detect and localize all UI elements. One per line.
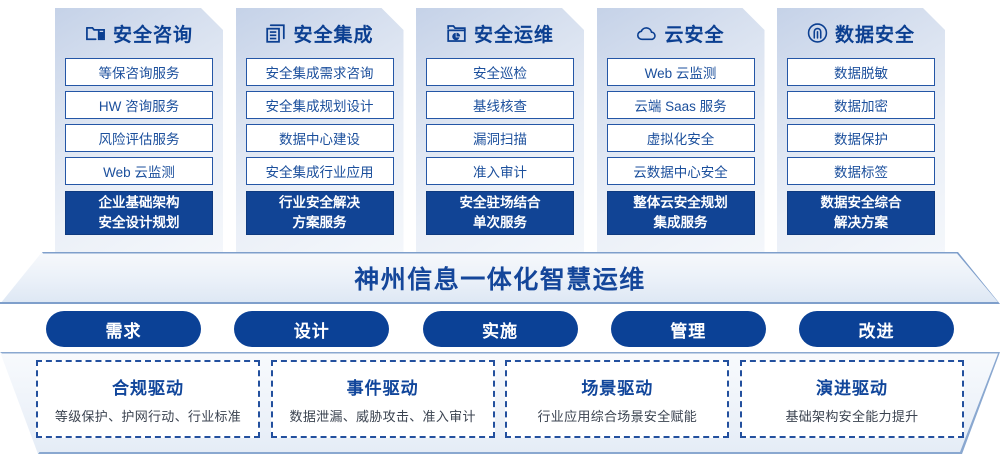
column-header: 安全咨询 — [65, 8, 213, 58]
driver-title: 合规驱动 — [112, 378, 184, 398]
service-item[interactable]: 风险评估服务 — [65, 124, 213, 152]
driver-subtitle: 等级保护、护网行动、行业标准 — [54, 408, 242, 424]
service-columns: 安全咨询 等保咨询服务 HW 咨询服务 风险评估服务 Web 云监测 企业基础架… — [55, 8, 945, 253]
service-item[interactable]: 数据中心建设 — [246, 124, 394, 152]
service-item[interactable]: 数据保护 — [787, 124, 935, 152]
highlight-line-2: 方案服务 — [292, 215, 347, 230]
service-item[interactable]: 数据加密 — [787, 91, 935, 119]
driver-row: 合规驱动 等级保护、护网行动、行业标准 事件驱动 数据泄漏、威胁攻击、准入审计 … — [36, 360, 964, 440]
service-item[interactable]: 基线核查 — [426, 91, 574, 119]
highlight-line-1: 安全驻场结合 — [459, 195, 541, 211]
highlight-line-1: 整体云安全规划 — [633, 195, 728, 211]
driver-panel: 合规驱动 等级保护、护网行动、行业标准 事件驱动 数据泄漏、威胁攻击、准入审计 … — [0, 352, 1000, 454]
service-item[interactable]: 安全集成需求咨询 — [246, 58, 394, 86]
highlight-line-1: 企业基础架构 — [98, 195, 180, 211]
service-item[interactable]: 准入审计 — [426, 157, 574, 185]
highlight-line-2: 安全设计规划 — [98, 215, 180, 230]
service-item[interactable]: HW 咨询服务 — [65, 91, 213, 119]
column-header: 数据安全 — [787, 8, 935, 58]
service-item[interactable]: 虚拟化安全 — [607, 124, 755, 152]
driver-title: 事件驱动 — [346, 378, 419, 398]
driver-card-compliance[interactable]: 合规驱动 等级保护、护网行动、行业标准 — [36, 360, 260, 438]
service-item[interactable]: 安全巡检 — [426, 58, 574, 86]
service-item[interactable]: 安全集成行业应用 — [246, 157, 394, 185]
service-item[interactable]: 云端 Saas 服务 — [607, 91, 755, 119]
driver-title: 场景驱动 — [581, 378, 654, 398]
phase-pill-design[interactable]: 设计 — [234, 311, 390, 347]
highlight-line-2: 解决方案 — [834, 215, 888, 230]
service-item[interactable]: 数据脱敏 — [787, 58, 935, 86]
folder-shield-icon — [85, 23, 106, 44]
column-title: 数据安全 — [834, 24, 915, 46]
column-highlight-box[interactable]: 数据安全综合 解决方案 — [787, 191, 935, 235]
column-header: 安全集成 — [246, 8, 394, 58]
folder-monitor-icon — [446, 23, 467, 44]
column-title: 安全集成 — [293, 24, 374, 46]
column-header: 安全运维 — [426, 8, 574, 58]
service-column-security-consulting[interactable]: 安全咨询 等保咨询服务 HW 咨询服务 风险评估服务 Web 云监测 企业基础架… — [55, 8, 223, 253]
banner-title: 神州信息一体化智慧运维 — [354, 266, 646, 294]
fingerprint-icon — [807, 23, 828, 44]
driver-card-scenario[interactable]: 场景驱动 行业应用综合场景安全赋能 — [505, 360, 730, 438]
service-column-security-integration[interactable]: 安全集成 安全集成需求咨询 安全集成规划设计 数据中心建设 安全集成行业应用 行… — [236, 8, 404, 253]
highlight-line-1: 数据安全综合 — [820, 195, 902, 211]
column-title: 安全咨询 — [112, 24, 193, 46]
platform-banner: 神州信息一体化智慧运维 — [0, 252, 1000, 304]
service-item[interactable]: Web 云监测 — [65, 157, 213, 185]
banner-shape — [0, 252, 1000, 304]
phase-pill-implementation[interactable]: 实施 — [422, 311, 578, 347]
column-highlight-box[interactable]: 企业基础架构 安全设计规划 — [65, 191, 213, 235]
service-item[interactable]: Web 云监测 — [607, 58, 755, 86]
server-stack-icon — [265, 23, 286, 44]
column-title: 安全运维 — [473, 24, 554, 46]
driver-card-incident[interactable]: 事件驱动 数据泄漏、威胁攻击、准入审计 — [270, 360, 495, 438]
phase-pill-requirement[interactable]: 需求 — [46, 311, 201, 347]
driver-title: 演进驱动 — [815, 378, 888, 398]
highlight-line-1: 行业安全解决 — [279, 195, 360, 211]
cloud-icon — [636, 23, 657, 44]
driver-subtitle: 行业应用综合场景安全赋能 — [537, 408, 698, 424]
phase-pill-management[interactable]: 管理 — [610, 311, 766, 347]
service-item[interactable]: 数据标签 — [787, 157, 935, 185]
column-header: 云安全 — [607, 8, 755, 58]
service-column-data-security[interactable]: 数据安全 数据脱敏 数据加密 数据保护 数据标签 数据安全综合 解决方案 — [777, 8, 945, 253]
highlight-line-2: 集成服务 — [653, 215, 708, 230]
highlight-line-2: 单次服务 — [473, 215, 527, 230]
service-item[interactable]: 等保咨询服务 — [65, 58, 213, 86]
column-highlight-box[interactable]: 整体云安全规划 集成服务 — [607, 191, 755, 235]
column-title: 云安全 — [664, 24, 725, 46]
driver-card-evolution[interactable]: 演进驱动 基础架构安全能力提升 — [739, 360, 964, 438]
column-highlight-box[interactable]: 行业安全解决 方案服务 — [246, 191, 394, 235]
phase-pill-row: 需求 设计 实施 管理 改进 — [46, 311, 954, 347]
driver-subtitle: 数据泄漏、威胁攻击、准入审计 — [289, 408, 476, 424]
service-item[interactable]: 云数据中心安全 — [607, 157, 755, 185]
service-column-security-operations[interactable]: 安全运维 安全巡检 基线核查 漏洞扫描 准入审计 安全驻场结合 单次服务 — [416, 8, 584, 253]
service-item[interactable]: 漏洞扫描 — [426, 124, 574, 152]
phase-pill-improvement[interactable]: 改进 — [799, 311, 954, 347]
service-column-cloud-security[interactable]: 云安全 Web 云监测 云端 Saas 服务 虚拟化安全 云数据中心安全 整体云… — [597, 8, 765, 253]
column-highlight-box[interactable]: 安全驻场结合 单次服务 — [426, 191, 574, 235]
service-item[interactable]: 安全集成规划设计 — [246, 91, 394, 119]
driver-subtitle: 基础架构安全能力提升 — [785, 408, 919, 424]
